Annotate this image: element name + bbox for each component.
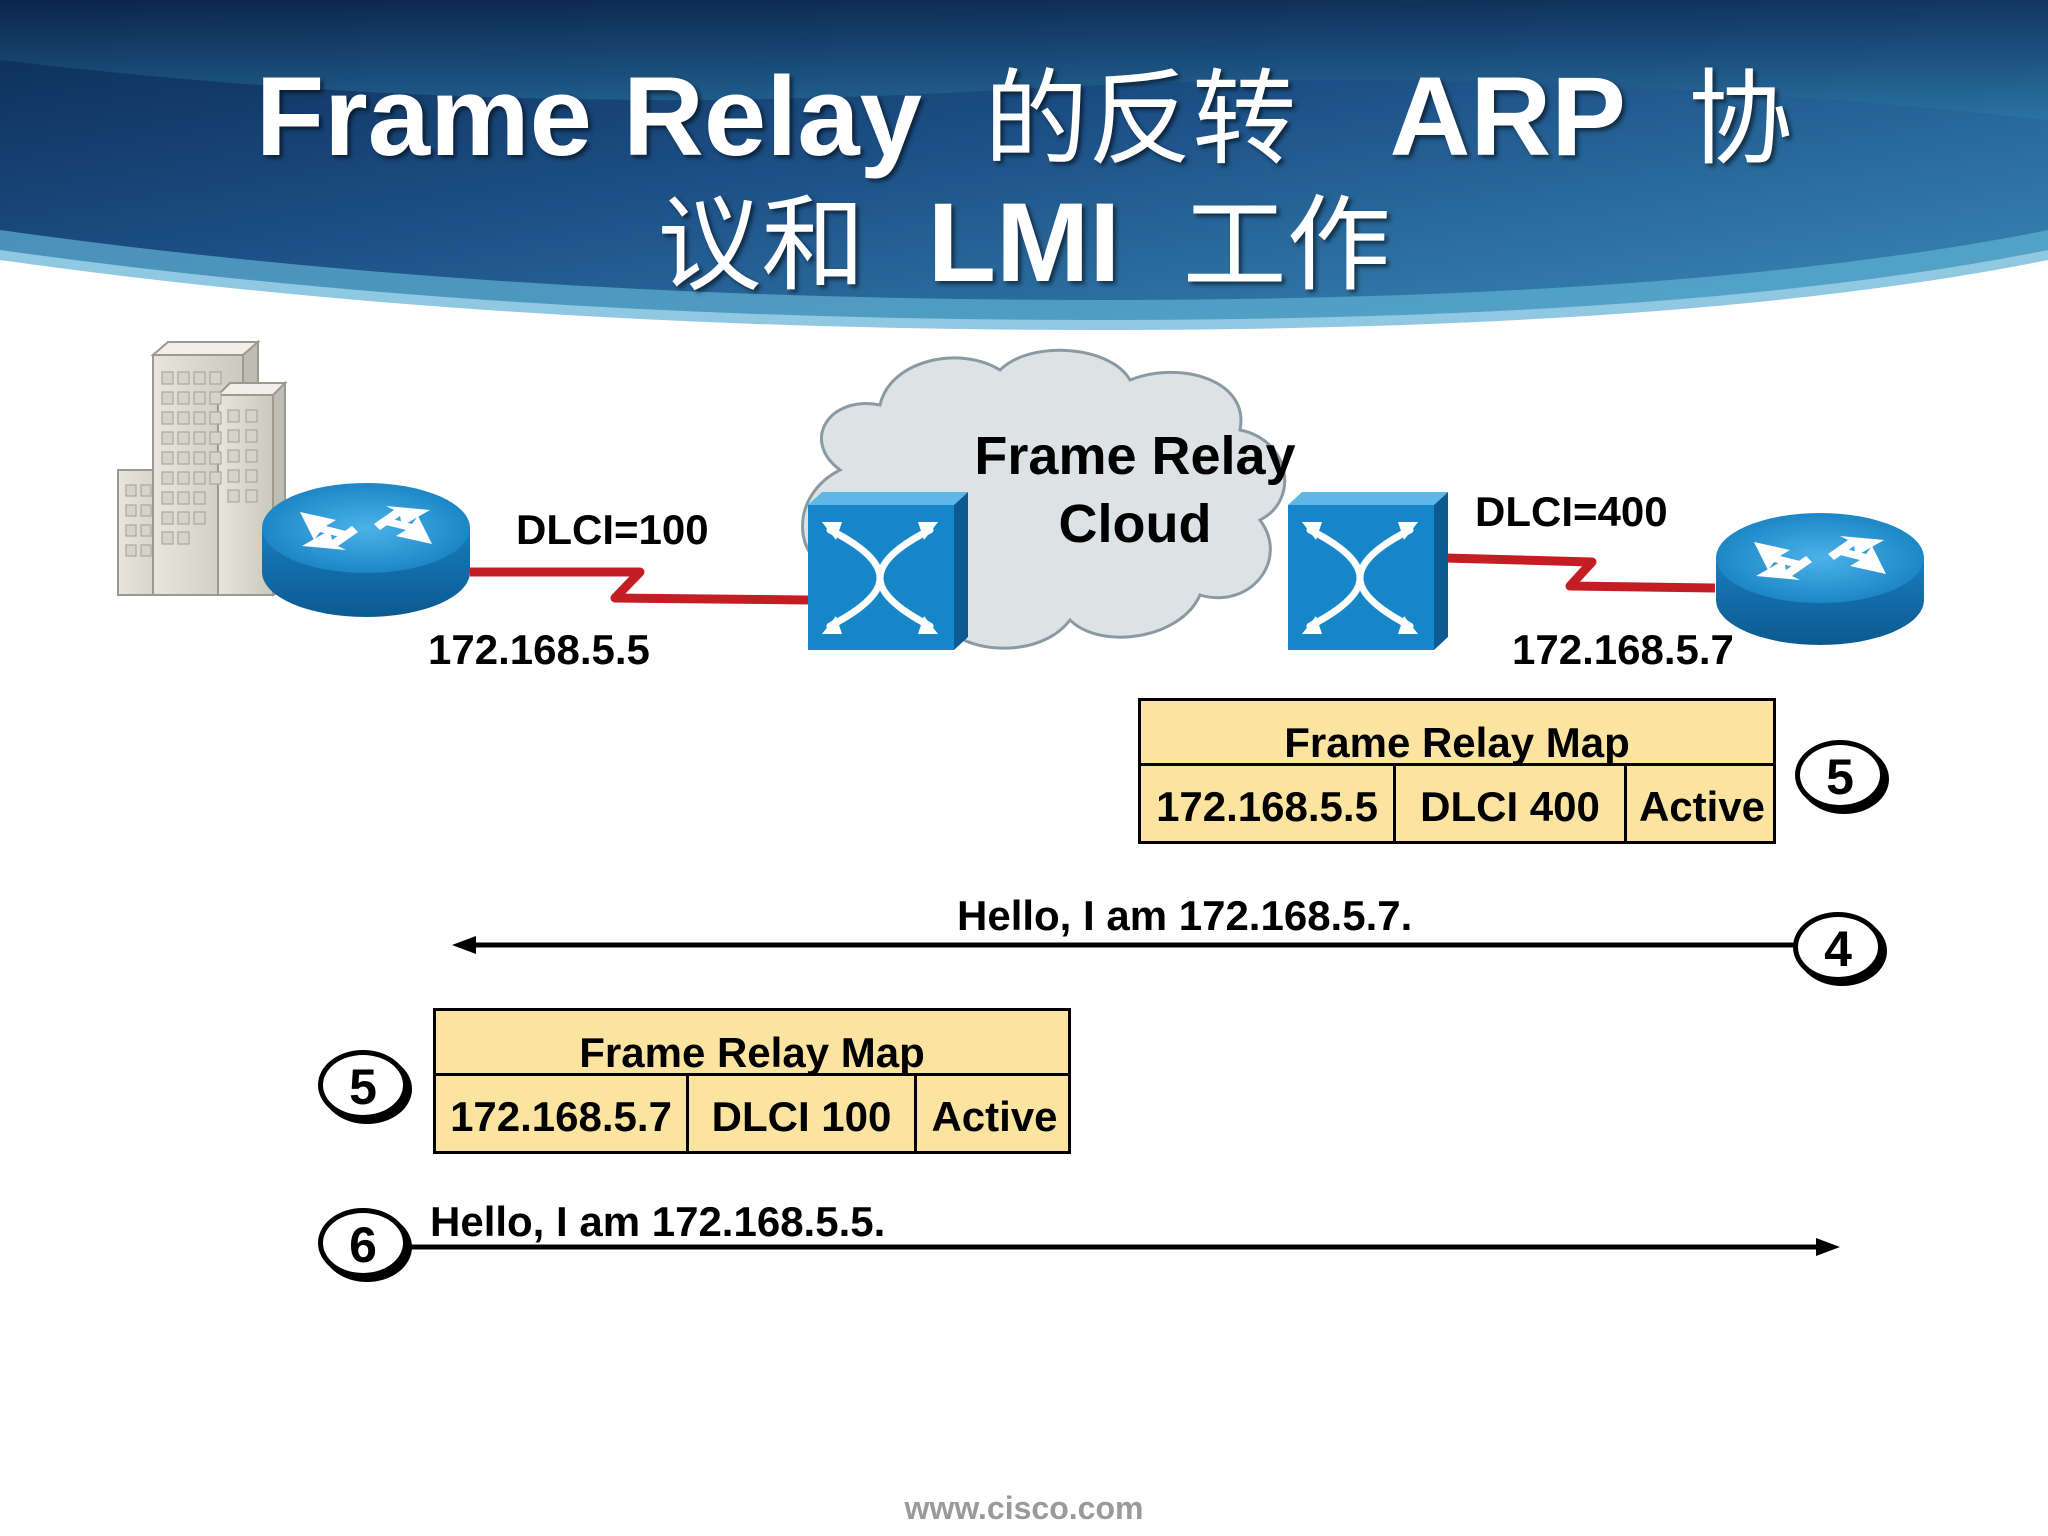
cloud-label: Frame Relay Cloud (925, 422, 1345, 558)
step-badge: 5 (1795, 740, 1885, 810)
building-icon (117, 339, 288, 597)
right-dlci-label: DLCI=400 (1475, 488, 1668, 535)
step-badge: 6 (318, 1208, 408, 1278)
map-status-cell: Active (914, 1076, 1072, 1151)
message-text: Hello, I am 172.168.5.5. (430, 1198, 886, 1245)
map-dlci-cell: DLCI 400 (1393, 766, 1624, 841)
title-part: Frame Relay (255, 54, 922, 179)
step-badge: 5 (318, 1050, 408, 1120)
map-status-cell: Active (1624, 766, 1777, 841)
frame-relay-map-right: Frame Relay Map 172.168.5.5 DLCI 400 Act… (1138, 698, 1776, 844)
title-part: 协 (1688, 58, 1793, 180)
message-text: Hello, I am 172.168.5.7. (957, 892, 1413, 939)
left-router-icon (262, 483, 470, 617)
map-header: Frame Relay Map (436, 1011, 1068, 1076)
title-part: 议和 (657, 184, 866, 306)
right-router-icon (1716, 513, 1924, 645)
footer-url: www.cisco.com (904, 1490, 1144, 1526)
slide-title: Frame Relay 的反转 ARP 协 议和 LMI 工作 (0, 55, 2048, 307)
title-part: LMI (927, 180, 1121, 305)
map-ip-cell: 172.168.5.5 (1156, 783, 1378, 830)
frame-relay-map-left: Frame Relay Map 172.168.5.7 DLCI 100 Act… (433, 1008, 1071, 1154)
left-ip-label: 172.168.5.5 (428, 626, 650, 673)
message-arrow-right (400, 1238, 1840, 1256)
left-serial-link (470, 567, 809, 605)
step-badge: 4 (1793, 912, 1883, 982)
title-part: 的反转 (984, 58, 1297, 180)
right-frame-relay-switch-icon (1288, 492, 1448, 650)
left-dlci-label: DLCI=100 (516, 506, 709, 553)
cloud-label-line1: Frame Relay (974, 426, 1296, 486)
network-diagram (117, 339, 1924, 650)
title-banner (0, 0, 2048, 330)
title-part: ARP (1389, 54, 1626, 179)
map-ip-cell: 172.168.5.7 (450, 1093, 672, 1140)
left-frame-relay-switch-icon (808, 492, 968, 650)
title-part: 工作 (1182, 184, 1391, 306)
right-serial-link (1444, 553, 1716, 593)
message-arrow-left (452, 936, 1795, 954)
cloud-label-line2: Cloud (1058, 494, 1212, 554)
map-header: Frame Relay Map (1141, 701, 1773, 766)
right-ip-label: 172.168.5.7 (1512, 626, 1734, 673)
map-dlci-cell: DLCI 100 (686, 1076, 914, 1151)
